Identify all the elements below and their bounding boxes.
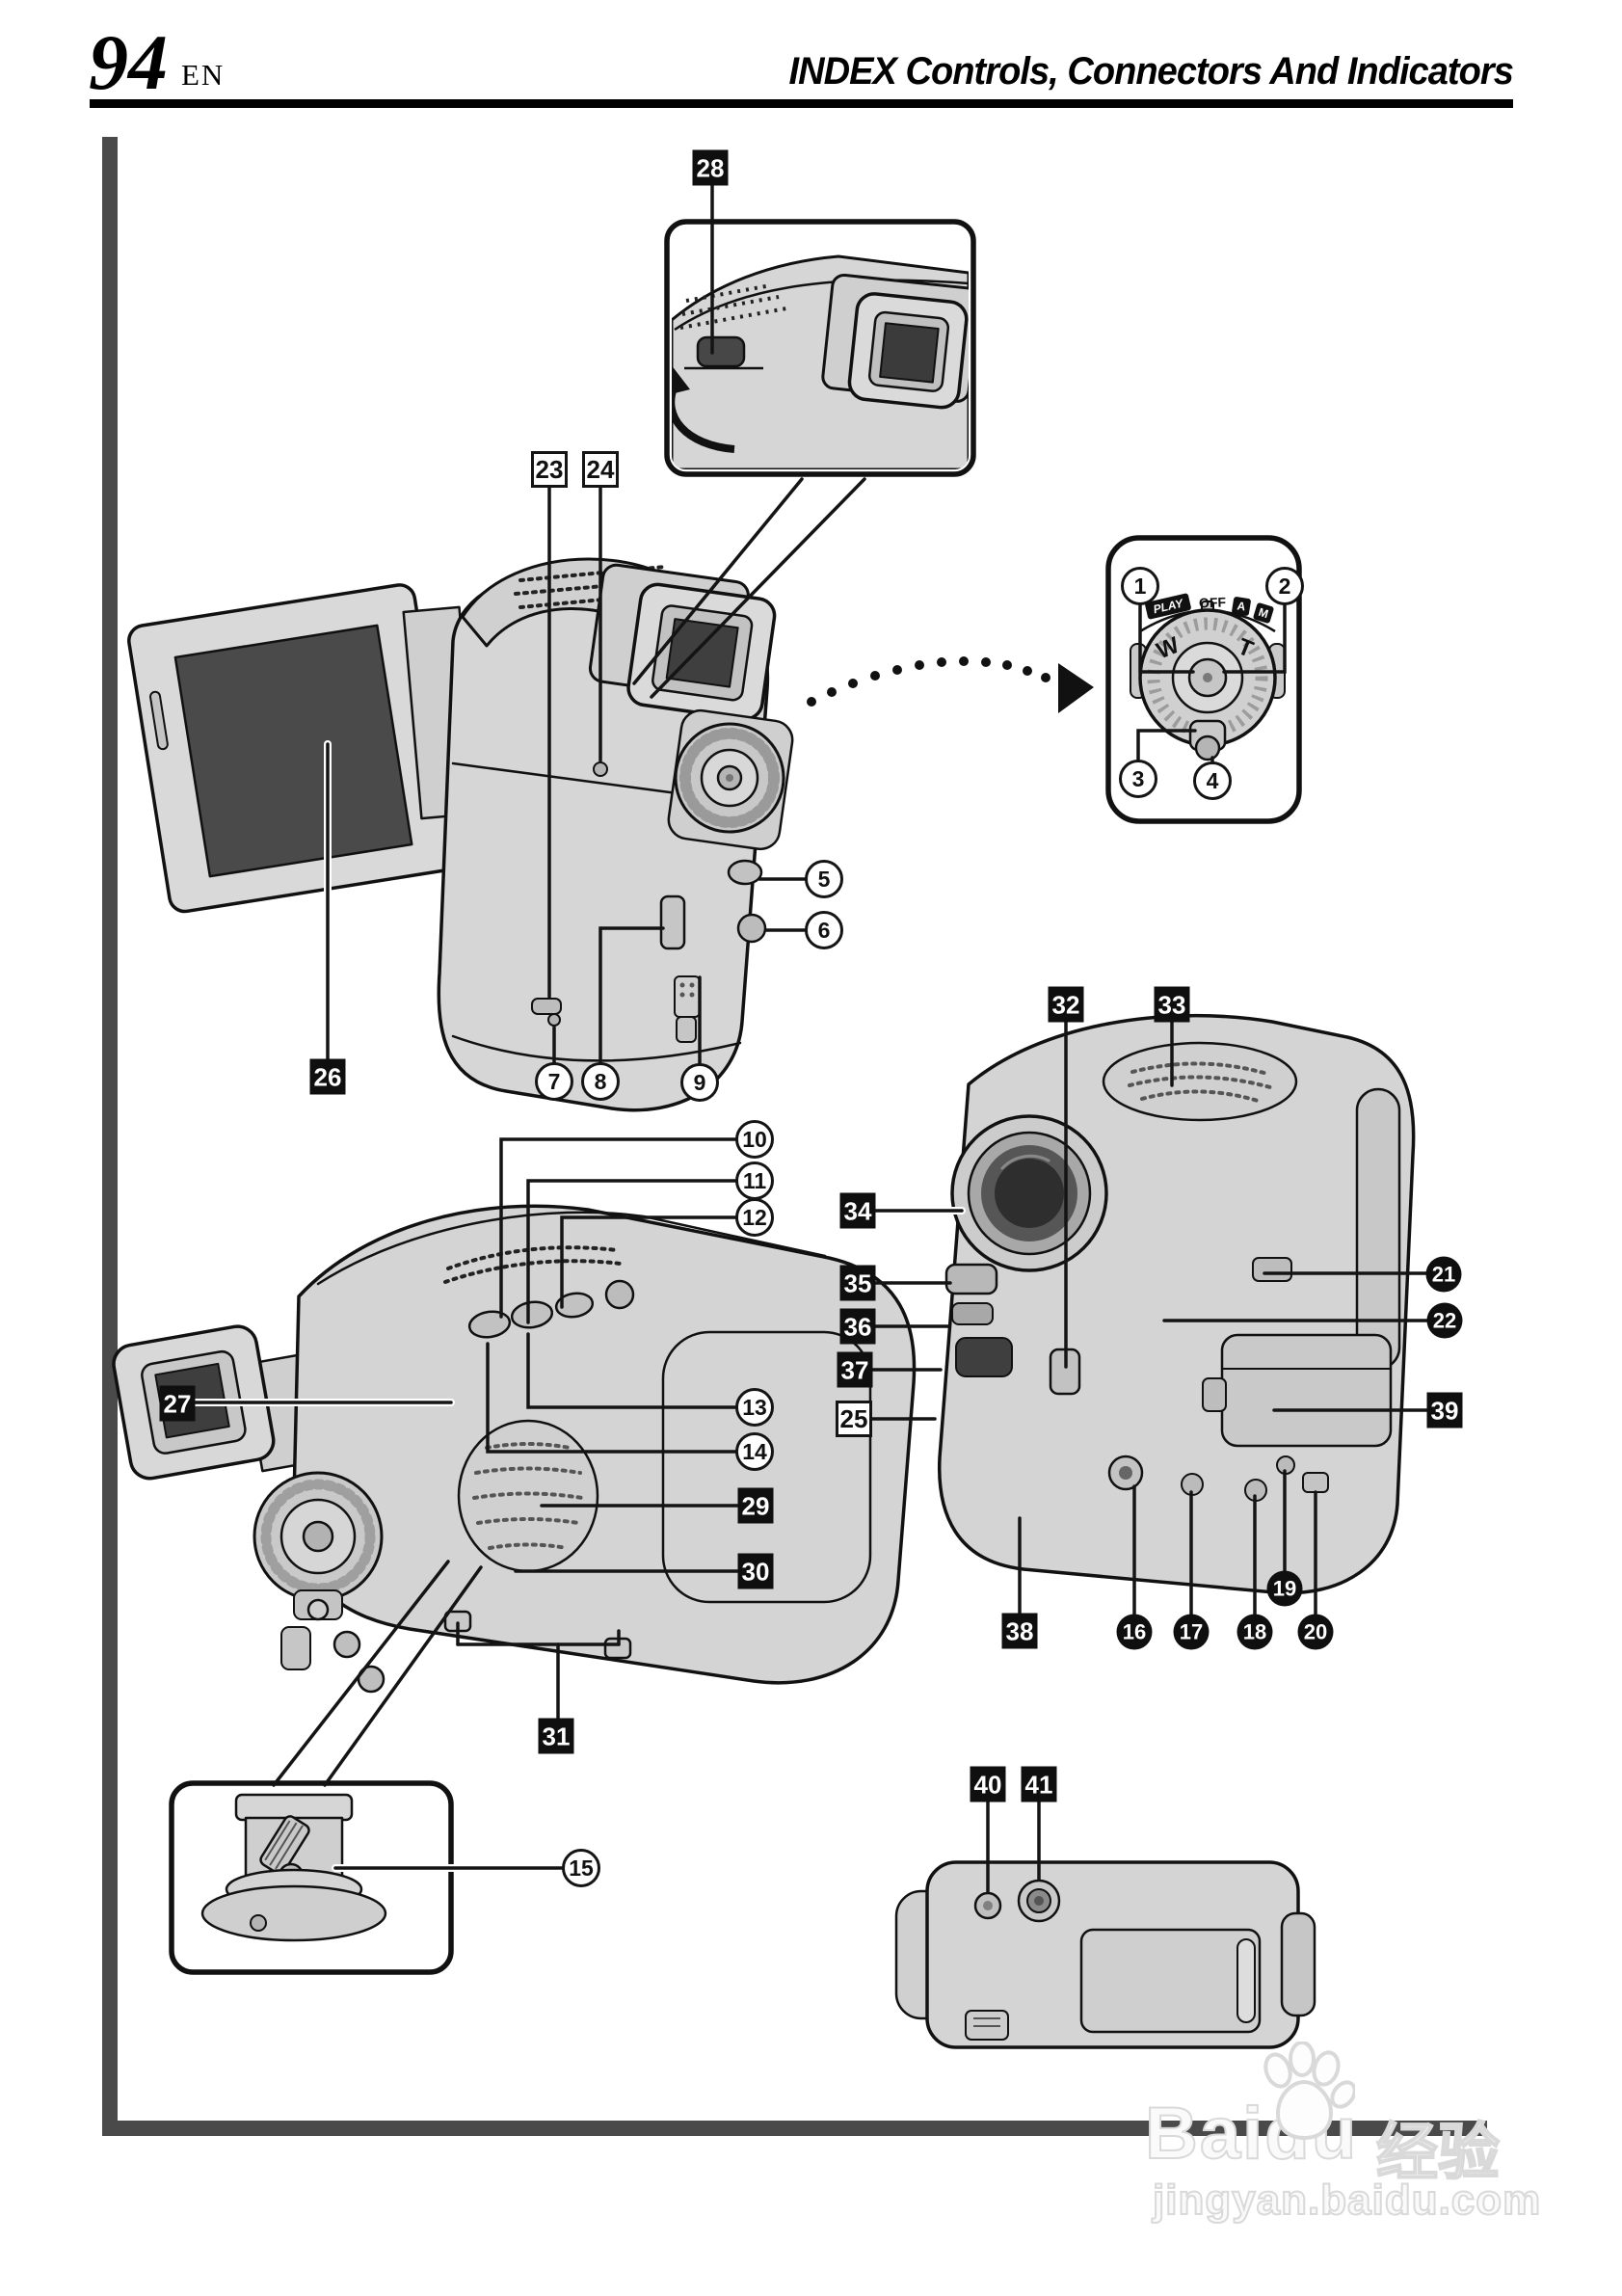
callout-1: 1 xyxy=(1121,567,1159,605)
callout-17: 17 xyxy=(1173,1614,1210,1650)
callout-22: 22 xyxy=(1426,1302,1463,1339)
remote-sensor-window xyxy=(955,1337,1013,1377)
mic-grille-dots-2 xyxy=(443,1245,623,1284)
callout-16: 16 xyxy=(1116,1614,1153,1650)
lamp xyxy=(547,1013,561,1027)
callout-41: 41 xyxy=(1021,1766,1057,1802)
callout-23: 23 xyxy=(531,451,568,488)
callout-14: 14 xyxy=(735,1432,774,1471)
top-buttons xyxy=(467,1279,635,1339)
callout-8: 8 xyxy=(581,1062,620,1101)
small-button xyxy=(593,761,608,777)
grip-strap xyxy=(1355,1087,1401,1371)
callout-21: 21 xyxy=(1425,1256,1462,1293)
inset-border xyxy=(664,219,976,477)
callout-38: 38 xyxy=(1001,1613,1038,1649)
callout-20: 20 xyxy=(1297,1614,1334,1650)
header-rule xyxy=(90,99,1513,108)
page-edition: EN xyxy=(181,58,226,92)
callout-34: 34 xyxy=(839,1192,876,1229)
dial-label-off: OFF xyxy=(1198,594,1227,611)
callout-12: 12 xyxy=(735,1198,774,1237)
callout-40: 40 xyxy=(970,1766,1006,1802)
camcorder-body-2 xyxy=(292,1204,917,1685)
callout-18: 18 xyxy=(1236,1614,1273,1650)
callout-26: 26 xyxy=(309,1058,346,1095)
viewfinder xyxy=(588,563,777,721)
callout-11: 11 xyxy=(735,1161,774,1200)
flash xyxy=(944,1263,998,1295)
callout-9: 9 xyxy=(680,1063,719,1102)
dial-label-auto: A xyxy=(1231,596,1252,617)
latch xyxy=(659,894,686,950)
callout-24: 24 xyxy=(582,451,619,488)
callout-33: 33 xyxy=(1154,986,1190,1023)
strap-mount xyxy=(1252,1257,1292,1282)
round-button xyxy=(736,913,767,944)
page-number: 94 xyxy=(89,18,168,106)
callout-37: 37 xyxy=(837,1351,873,1388)
callout-28: 28 xyxy=(692,149,729,186)
grip-pad xyxy=(1280,1911,1316,2017)
watermark-paw-icon xyxy=(1263,2042,1355,2141)
callout-15: 15 xyxy=(562,1849,600,1887)
slide-arrow xyxy=(672,384,735,453)
battery-release-button xyxy=(727,859,763,886)
dc-jack xyxy=(1302,1472,1329,1493)
callout-5: 5 xyxy=(805,860,843,898)
dial-lock-button xyxy=(1194,734,1221,761)
dotted-arrow xyxy=(807,656,1094,713)
callout-39: 39 xyxy=(1426,1392,1463,1428)
viewfinder-release-knob xyxy=(696,335,746,368)
callout-19: 19 xyxy=(1266,1570,1303,1607)
watermark-brand-cn: 经验 xyxy=(1375,2117,1501,2188)
cassette-door-outline xyxy=(661,1330,872,1604)
callout-13: 13 xyxy=(735,1388,774,1427)
callout-32: 32 xyxy=(1048,986,1084,1023)
sensor xyxy=(951,1302,994,1325)
callout-31: 31 xyxy=(538,1718,574,1754)
slide-switch xyxy=(531,998,562,1015)
battery-pack xyxy=(1220,1333,1393,1448)
callout-35: 35 xyxy=(839,1265,876,1301)
speaker-top xyxy=(1102,1041,1298,1122)
bottom-frame-bar xyxy=(102,2121,1487,2136)
battery-door xyxy=(1079,1928,1262,2034)
inset-viewfinder-closeup xyxy=(664,219,976,477)
callout-29: 29 xyxy=(737,1487,774,1524)
callout-7: 7 xyxy=(535,1062,573,1101)
callout-2: 2 xyxy=(1265,567,1304,605)
connector-block xyxy=(674,975,701,1018)
battery-release xyxy=(1202,1377,1227,1412)
callout-4: 4 xyxy=(1193,761,1232,800)
drawing-front-right xyxy=(937,1013,1416,1595)
callout-27: 27 xyxy=(159,1385,196,1422)
callout-30: 30 xyxy=(737,1553,774,1589)
watermark-url: jingyan.baidu.com xyxy=(1152,2176,1542,2225)
callout-36: 36 xyxy=(839,1308,876,1345)
inset-tripod-mount xyxy=(169,1780,454,1975)
callout-25: 25 xyxy=(836,1401,872,1437)
drawing-front-left xyxy=(112,1204,917,1694)
page-title: INDEX Controls, Connectors And Indicator… xyxy=(788,50,1514,93)
callout-6: 6 xyxy=(805,911,843,949)
drawing-bottom-view xyxy=(894,1860,1316,2049)
leader-lines xyxy=(193,182,1429,1893)
drawing-rear-left-lcd-open xyxy=(127,557,794,1112)
callout-3: 3 xyxy=(1119,760,1157,798)
lcd-screen xyxy=(173,624,413,878)
callout-10: 10 xyxy=(735,1120,774,1159)
left-frame-bar xyxy=(102,137,118,2121)
